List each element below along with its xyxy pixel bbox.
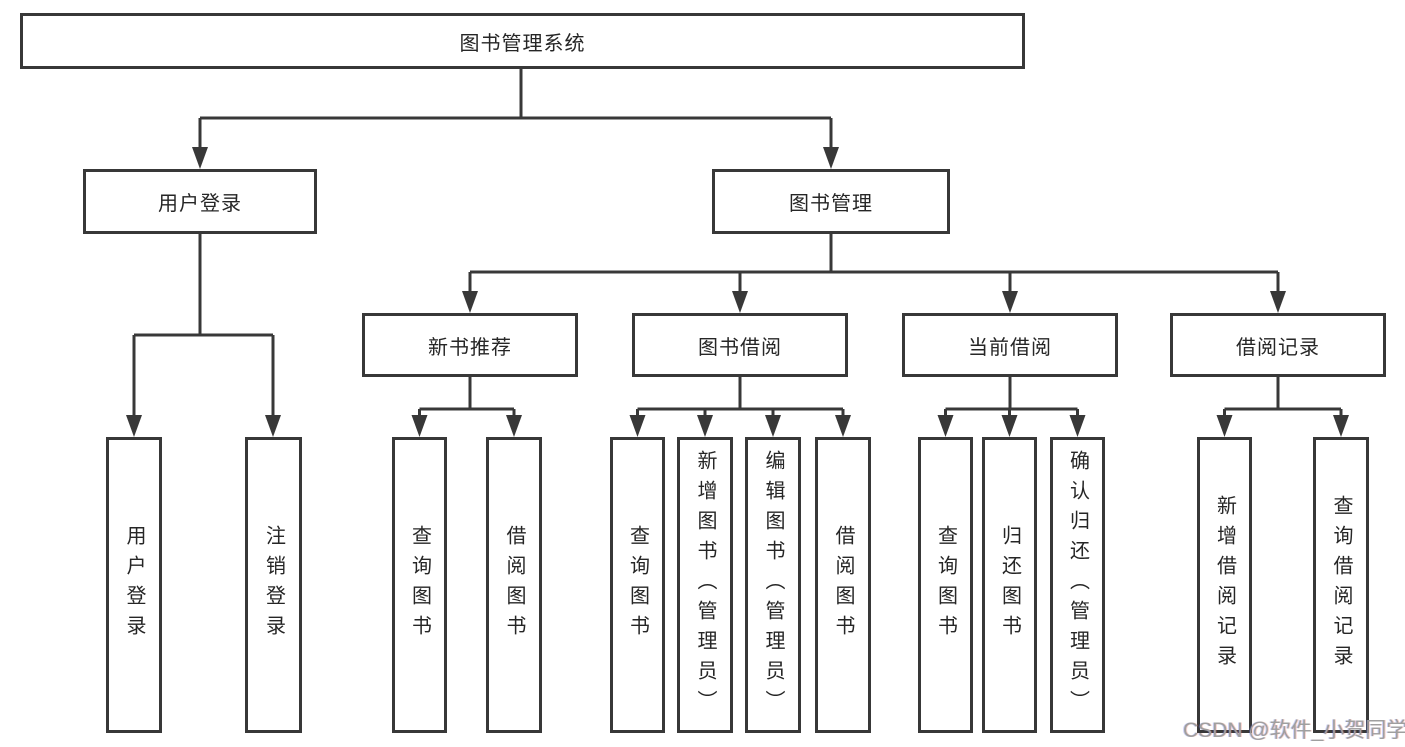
leaf-query-books: 查询图书 — [610, 437, 665, 733]
node-label: 新增借阅记录 — [1213, 495, 1236, 675]
arrow-down-icon — [506, 415, 522, 437]
leaf-confirm-return-admin: 确认归还（管理员） — [1050, 437, 1105, 733]
arrow-down-icon — [411, 415, 428, 437]
arrow-down-icon — [732, 291, 748, 313]
leaf-borrow-books: 借阅图书 — [486, 437, 542, 733]
leaf-add-borrow-record: 新增借阅记录 — [1197, 437, 1252, 733]
node-label: 图书管理 — [789, 193, 873, 215]
node-label: 查询图书 — [626, 525, 649, 645]
arrow-down-icon — [462, 291, 478, 313]
node-label: 当前借阅 — [968, 336, 1052, 359]
arrow-down-icon — [629, 415, 646, 437]
node-label: 用户登录 — [123, 525, 145, 645]
csdn-watermark: CSDN @软件_小贺同学 — [1183, 719, 1405, 742]
arrow-down-icon — [1069, 415, 1086, 437]
node-label: 图书借阅 — [698, 336, 782, 359]
leaf-return-books: 归还图书 — [982, 437, 1037, 733]
node-label: 新书推荐 — [428, 336, 512, 359]
leaf-query-books: 查询图书 — [918, 437, 973, 733]
arrow-down-icon — [1333, 415, 1349, 437]
leaf-user-login: 用户登录 — [106, 437, 162, 733]
node-book-borrow: 图书借阅 — [632, 313, 848, 377]
node-label: 确认归还（管理员） — [1066, 450, 1089, 720]
arrow-down-icon — [1002, 291, 1018, 313]
arrow-down-icon — [937, 415, 954, 437]
leaf-query-borrow-record: 查询借阅记录 — [1313, 437, 1369, 733]
leaf-add-books-admin: 新增图书（管理员） — [677, 437, 733, 733]
node-label: 查询借阅记录 — [1330, 495, 1352, 675]
node-label: 用户登录 — [158, 193, 242, 215]
node-new-book-recommend: 新书推荐 — [362, 313, 578, 377]
node-book-management: 图书管理 — [712, 169, 950, 234]
arrow-down-icon — [192, 147, 208, 169]
node-root-library-system: 图书管理系统 — [20, 13, 1025, 69]
leaf-query-books: 查询图书 — [392, 437, 447, 733]
node-label: 注销登录 — [262, 525, 285, 645]
node-label: 编辑图书（管理员） — [762, 450, 784, 720]
node-label: 查询图书 — [934, 525, 957, 645]
leaf-borrow-books: 借阅图书 — [815, 437, 871, 733]
node-label: 借阅图书 — [832, 525, 854, 645]
node-current-borrow: 当前借阅 — [902, 313, 1118, 377]
arrow-down-icon — [765, 415, 781, 437]
arrow-down-icon — [835, 415, 851, 437]
node-label: 归还图书 — [998, 525, 1021, 645]
arrow-down-icon — [126, 415, 142, 437]
arrow-down-icon — [823, 147, 839, 169]
arrow-down-icon — [1001, 415, 1018, 437]
arrow-down-icon — [1216, 415, 1233, 437]
node-label: 查询图书 — [408, 525, 431, 645]
arrow-down-icon — [697, 415, 713, 437]
node-label: 新增图书（管理员） — [694, 450, 716, 720]
node-label: 借阅记录 — [1236, 336, 1320, 359]
node-label: 图书管理系统 — [459, 32, 586, 55]
node-label: 借阅图书 — [503, 525, 525, 645]
node-user-login: 用户登录 — [83, 169, 317, 234]
arrow-down-icon — [1270, 291, 1286, 313]
arrow-down-icon — [265, 415, 281, 437]
leaf-logout: 注销登录 — [245, 437, 302, 733]
node-borrow-records: 借阅记录 — [1170, 313, 1386, 377]
leaf-edit-books-admin: 编辑图书（管理员） — [745, 437, 801, 733]
